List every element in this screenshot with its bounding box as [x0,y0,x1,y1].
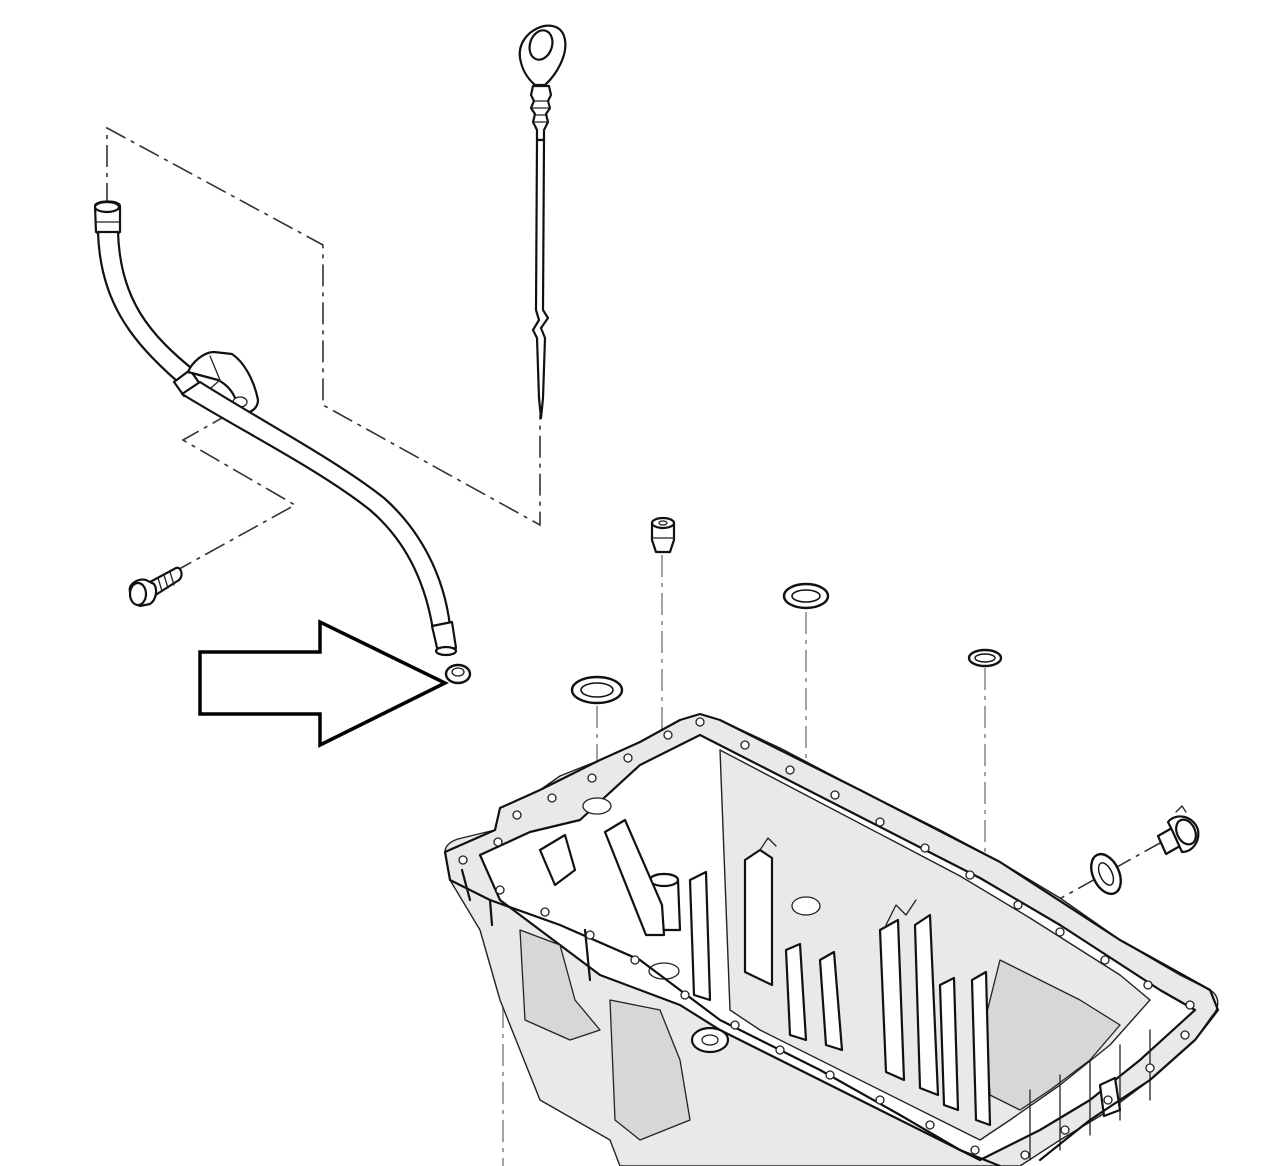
oil-pan-icon [443,712,1220,1166]
drain-plug-icon [650,516,676,554]
pan-plug-icon [1156,805,1200,856]
bolt-icon [128,566,183,608]
flange-bolt-holes [458,717,1195,1160]
pan-ribs [688,837,992,1127]
o-ring-icon [444,663,472,685]
gasket-ring-icon [570,582,1003,705]
highlight-arrow [198,619,449,748]
sealing-washer-icon [1090,852,1122,896]
dipstick-icon [518,24,567,420]
dipstick-tube-icon [93,200,458,657]
